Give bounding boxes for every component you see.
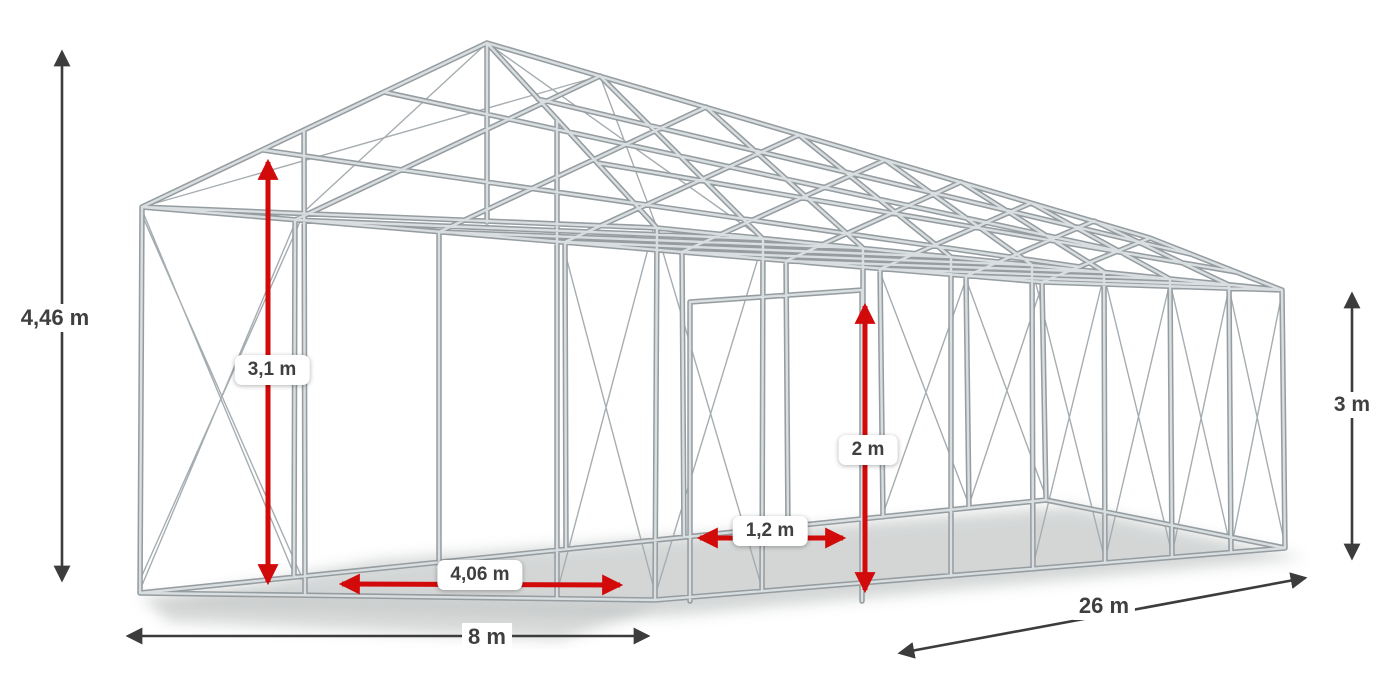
width-label: 8 m <box>462 623 512 651</box>
total-height-label: 4,46 m <box>14 304 96 332</box>
clear-height-label: 3,1 m <box>234 355 310 385</box>
door-width-label: 1,2 m <box>732 516 808 546</box>
entrance-width-label: 4,06 m <box>437 560 523 590</box>
frame-tubes-highlight <box>138 41 1287 603</box>
side-height-label: 3 m <box>1327 392 1377 418</box>
length-label: 26 m <box>1072 592 1136 620</box>
door-height-label: 2 m <box>838 435 898 465</box>
frame-bracing <box>139 42 1286 597</box>
